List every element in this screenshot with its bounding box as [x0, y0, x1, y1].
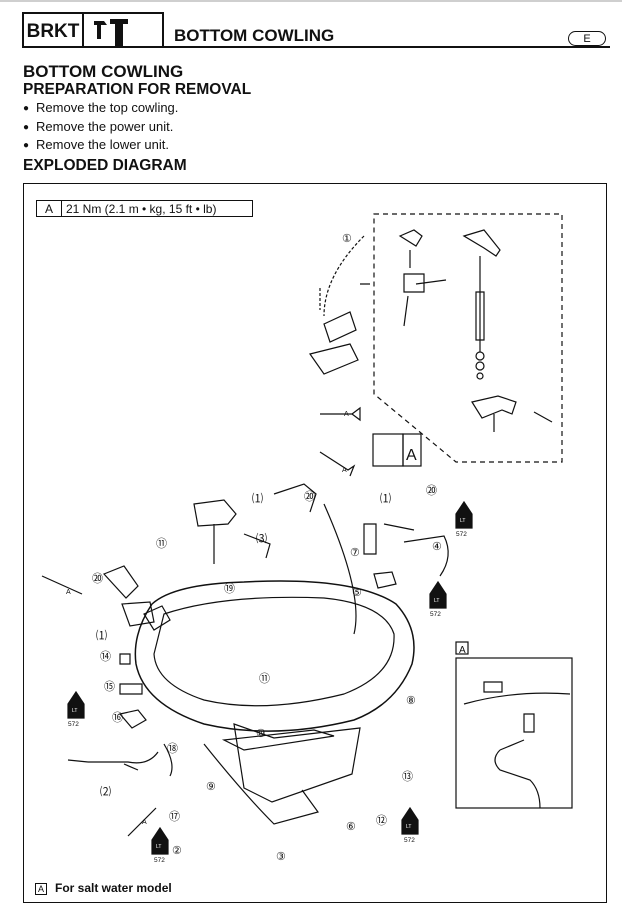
callout-13: ⑬: [402, 770, 413, 783]
footnote: A For salt water model: [35, 881, 172, 895]
callout-19: ⑲: [224, 582, 235, 595]
callout-14: ⑭: [100, 650, 111, 663]
right-mount-parts: [273, 483, 397, 635]
section-header: BRKT BOTTOM COWLING E: [22, 12, 610, 50]
page-top-border: [0, 0, 622, 2]
step-item: Remove the power unit.: [23, 119, 178, 138]
section-code: BRKT: [22, 12, 84, 48]
upper-mount-parts: [193, 499, 271, 564]
grease-label: A: [66, 589, 71, 596]
header-title: BOTTOM COWLING: [174, 26, 335, 45]
lower-cover: [233, 723, 361, 803]
callout-5: ⑤: [352, 587, 362, 599]
step-item: Remove the lower unit.: [23, 137, 178, 156]
footnote-key: A: [35, 883, 47, 895]
callout-10: ⑩: [256, 728, 266, 740]
preparation-steps: Remove the top cowling. Remove the power…: [23, 100, 178, 156]
callout-11b: ⑪: [259, 672, 270, 685]
sealant-code: 572: [404, 837, 415, 844]
callout-22: ⑵: [100, 785, 111, 798]
callout-6: ⑥: [346, 821, 356, 833]
callout-23: ⑶: [256, 532, 267, 545]
part-callouts: ① ② ③ ④ ⑤ ⑥ ⑦ ⑧ ⑨ ⑩ ⑪ ⑪ ⑫ ⑬ ⑭ ⑮ ⑯ ⑰ ⑱ ⑲ …: [92, 233, 442, 863]
sealant-label: LT: [406, 824, 411, 830]
callout-17: ⑰: [169, 810, 180, 823]
grease-label: A: [342, 467, 347, 474]
callout-18: ⑱: [167, 742, 178, 755]
linkage-callout-box: [373, 213, 563, 463]
callout-20a: ⑳: [304, 490, 315, 503]
salt-water-inset-key-box: [455, 641, 469, 655]
salt-water-hose-detail: [463, 681, 571, 809]
torque-spec: 21 Nm (2.1 m • kg, 15 ft • lb): [66, 202, 217, 216]
footnote-text: For salt water model: [55, 881, 172, 895]
sealant-label: LT: [72, 708, 77, 714]
front-cover-panel: [203, 743, 319, 825]
callout-7: ⑦: [350, 547, 360, 559]
callout-1: ①: [342, 233, 352, 245]
callout-3: ③: [276, 851, 286, 863]
grease-labels: A A A A: [66, 411, 349, 826]
callout-15: ⑮: [104, 680, 115, 693]
callout-2: ②: [172, 845, 182, 857]
torque-legend: A 21 Nm (2.1 m • kg, 15 ft • lb): [36, 200, 253, 217]
inset-tool-key: A: [406, 447, 417, 464]
diagram-heading: EXPLODED DIAGRAM: [23, 157, 187, 174]
page-heading: BOTTOM COWLING: [23, 62, 184, 81]
bracket-unit-icon: [84, 12, 164, 48]
step-item: Remove the top cowling.: [23, 100, 178, 119]
callout-20c: ⑳: [92, 572, 103, 585]
sealant-codes: 572 572 572 572 572: [68, 531, 467, 864]
sealant-code: 572: [456, 531, 467, 538]
callout-11a: ⑪: [156, 537, 167, 550]
left-bracket-parts: [102, 565, 171, 729]
grease-label: A: [142, 819, 147, 826]
cable-wire: [319, 235, 365, 317]
sealant-label: LT: [434, 598, 439, 604]
shift-lever: [471, 395, 553, 432]
sealant-code: 572: [68, 721, 79, 728]
callout-9: ⑨: [206, 781, 216, 793]
cam-parts: [309, 283, 370, 375]
sealant-code: 572: [154, 857, 165, 864]
shift-rod-parts: [398, 229, 447, 327]
cowling-inner-edge: [153, 596, 395, 707]
sealant-label: LT: [460, 518, 465, 524]
callout-4: ④: [432, 541, 442, 553]
sealant-code: 572: [430, 611, 441, 618]
bottom-cowling-shell: [134, 580, 415, 732]
hose-and-clip: [67, 743, 173, 777]
callout-16: ⑯: [112, 711, 123, 724]
rubber-seal: [221, 729, 335, 751]
callout-12: ⑫: [376, 814, 387, 827]
shift-shaft: [462, 229, 501, 352]
callout-21b: ⑴: [380, 492, 391, 505]
language-badge: E: [568, 31, 606, 46]
callout-21a: ⑴: [252, 492, 263, 505]
shift-cable: [383, 523, 449, 577]
grease-label: A: [344, 411, 349, 418]
header-rule: [164, 46, 610, 48]
grease-gun-icons: [41, 451, 356, 837]
callout-21c: ⑴: [96, 629, 107, 642]
grease-gun-icon: [320, 406, 361, 422]
preparation-heading: PREPARATION FOR REMOVAL: [23, 81, 252, 98]
salt-water-inset-key: A: [459, 645, 466, 656]
torque-key: A: [37, 201, 62, 216]
sealant-bottles: [67, 500, 473, 855]
exploded-diagram: A A ① ②: [24, 184, 606, 874]
sealant-labels: LT LT LT LT LT: [72, 518, 465, 850]
salt-water-inset-frame: [455, 657, 573, 809]
callout-8: ⑧: [406, 695, 416, 707]
callout-20b: ⑳: [426, 484, 437, 497]
sealant-label: LT: [156, 844, 161, 850]
